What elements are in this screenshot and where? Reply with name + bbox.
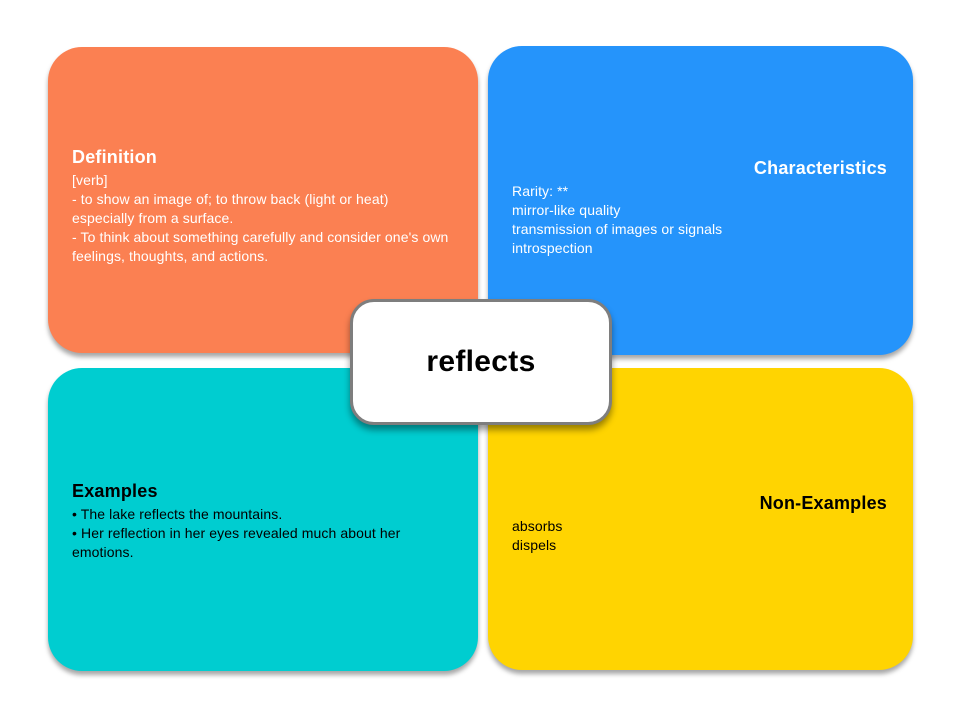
examples-line: • Her reflection in her eyes revealed mu… bbox=[72, 525, 401, 560]
non-examples-title: Non-Examples bbox=[759, 493, 887, 513]
definition-title: Definition bbox=[72, 147, 157, 167]
characteristics-line: introspection bbox=[512, 240, 593, 256]
examples-title: Examples bbox=[72, 481, 158, 501]
definition-line: - to show an image of; to throw back (li… bbox=[72, 191, 389, 226]
examples-line: • The lake reflects the mountains. bbox=[72, 506, 283, 522]
characteristics-line: mirror-like quality bbox=[512, 202, 621, 218]
word-box: reflects bbox=[350, 299, 612, 425]
non-examples-line: dispels bbox=[512, 537, 557, 553]
word-label: reflects bbox=[426, 345, 536, 378]
characteristics-line: Rarity: ** bbox=[512, 183, 569, 199]
non-examples-line: absorbs bbox=[512, 518, 563, 534]
definition-line: - To think about something carefully and… bbox=[72, 229, 449, 264]
quadrant-definition: Definition [verb] - to show an image of;… bbox=[48, 47, 478, 353]
characteristics-line: transmission of images or signals bbox=[512, 221, 723, 237]
quadrant-non-examples: Non-Examples absorbs dispels bbox=[488, 368, 913, 670]
definition-line: [verb] bbox=[72, 172, 108, 188]
characteristics-title: Characteristics bbox=[753, 158, 887, 178]
